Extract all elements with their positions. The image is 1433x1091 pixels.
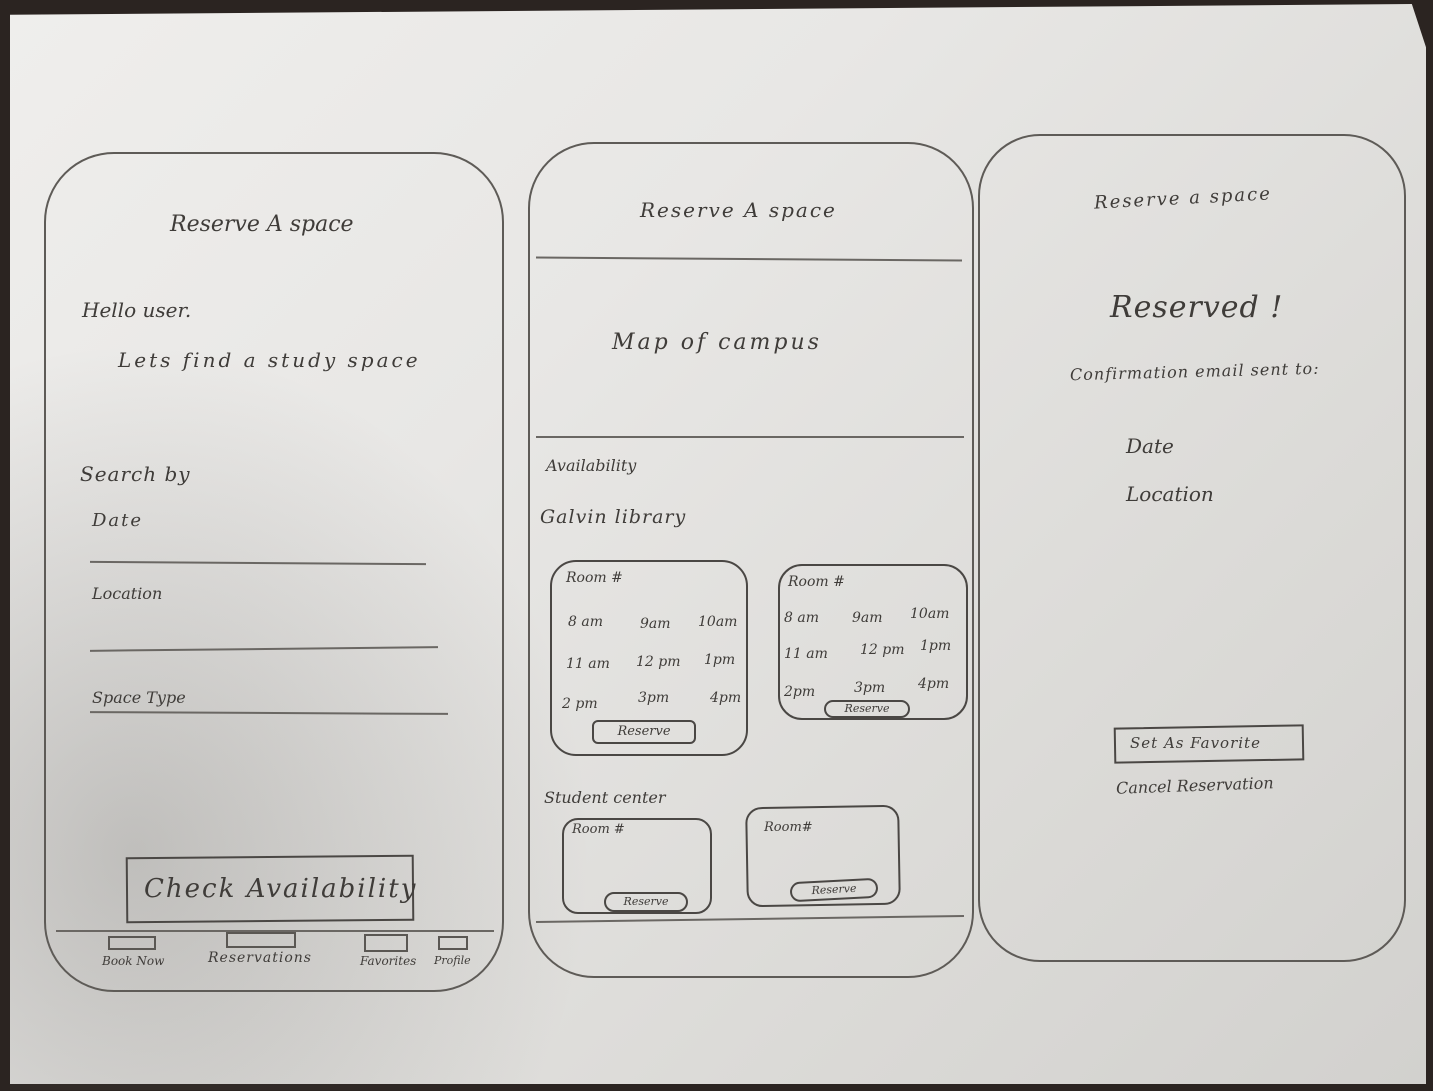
time-slot[interactable]: 4pm <box>710 690 742 706</box>
time-slot[interactable]: 8 am <box>568 614 603 630</box>
time-slot[interactable]: 3pm <box>638 690 670 706</box>
time-slot[interactable]: 8 am <box>784 610 819 626</box>
room-card-3 <box>562 818 712 914</box>
time-slot[interactable]: 2 pm <box>562 696 598 712</box>
room-4-label: Room# <box>764 820 813 835</box>
check-availability-label: Check Availability <box>144 874 418 904</box>
confirmation-date: Date <box>1126 434 1174 458</box>
reserve-button-1[interactable]: Reserve <box>592 720 696 744</box>
time-slot[interactable]: 11 am <box>566 656 610 672</box>
favorites-icon[interactable] <box>364 934 408 952</box>
time-slot[interactable]: 9am <box>640 616 671 632</box>
reserve-button-2[interactable]: Reserve <box>824 700 910 718</box>
tab-bar-divider <box>56 930 494 932</box>
time-slot[interactable]: 1pm <box>704 652 736 668</box>
time-slot[interactable]: 10am <box>698 614 738 630</box>
time-slot[interactable]: 12 pm <box>636 654 681 670</box>
reserved-heading: Reserved ! <box>1110 290 1284 325</box>
room-3-label: Room # <box>572 822 625 837</box>
profile-icon[interactable] <box>438 936 468 950</box>
time-slot[interactable]: 3pm <box>854 680 886 696</box>
time-slot[interactable]: 10am <box>910 606 950 622</box>
reserve-button-3[interactable]: Reserve <box>604 892 688 912</box>
app-title-2: Reserve A space <box>640 198 837 222</box>
map-placeholder[interactable]: Map of campus <box>612 330 822 355</box>
time-slot[interactable]: 11 am <box>784 646 828 662</box>
subtitle-text: Lets find a study space <box>118 348 421 372</box>
search-by-heading: Search by <box>80 462 191 486</box>
galvin-library-heading: Galvin library <box>540 506 687 528</box>
room-card-2 <box>778 564 968 720</box>
time-slot[interactable]: 1pm <box>920 638 952 654</box>
time-slot[interactable]: 4pm <box>918 676 950 692</box>
paper-sheet <box>10 4 1426 1084</box>
tab-book-now[interactable]: Book Now <box>102 954 165 968</box>
availability-heading: Availability <box>546 456 637 475</box>
tab-reservations[interactable]: Reservations <box>208 950 312 966</box>
reservations-icon[interactable] <box>226 932 296 948</box>
app-title: Reserve A space <box>170 212 354 237</box>
phone-frame-confirmation <box>978 134 1406 962</box>
room-1-label: Room # <box>566 570 623 586</box>
confirmation-location: Location <box>1126 482 1214 506</box>
space-type-label: Space Type <box>92 688 186 707</box>
room-card-1 <box>550 560 748 756</box>
time-slot[interactable]: 12 pm <box>860 642 905 658</box>
time-slot[interactable]: 9am <box>852 610 883 626</box>
time-slot[interactable]: 2pm <box>784 684 816 700</box>
tab-favorites[interactable]: Favorites <box>360 954 417 968</box>
tab-profile[interactable]: Profile <box>434 954 471 967</box>
phone-frame-availability <box>528 142 974 978</box>
book-now-icon[interactable] <box>108 936 156 950</box>
greeting-text: Hello user. <box>82 298 192 322</box>
room-2-label: Room # <box>788 574 845 590</box>
student-center-heading: Student center <box>544 788 666 807</box>
map-divider <box>536 436 964 438</box>
set-favorite-label: Set As Favorite <box>1130 734 1261 752</box>
location-label: Location <box>92 584 163 603</box>
phone-frame-search <box>44 152 504 992</box>
date-label: Date <box>92 510 144 531</box>
